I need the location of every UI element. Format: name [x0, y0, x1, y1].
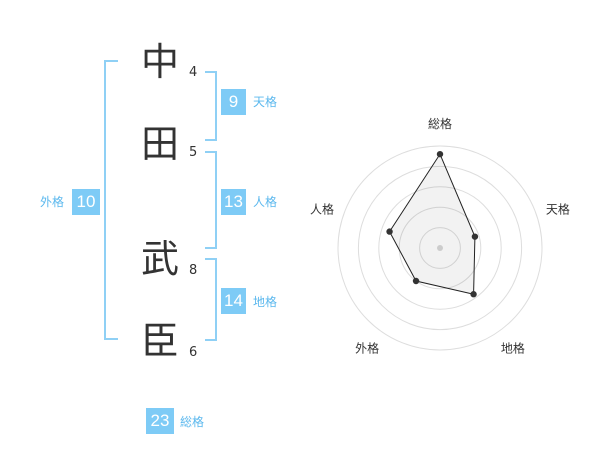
radar-ring — [337, 145, 543, 351]
radar-axis-label-4: 外格 — [355, 340, 379, 355]
stroke-count-4: 6 — [189, 345, 198, 360]
radar-point-4 — [412, 277, 420, 285]
stroke-count-2: 5 — [189, 145, 198, 160]
radar-area — [388, 153, 476, 295]
stroke-count-1: 4 — [189, 65, 198, 80]
tenkaku-label: 天格 — [253, 95, 278, 109]
jinkaku-bracket — [205, 151, 217, 249]
radar-ring — [357, 165, 523, 331]
radar-axis-label-3: 地格 — [501, 340, 525, 355]
name-char-2: 田 — [140, 122, 179, 166]
radar-center-dot — [437, 245, 443, 251]
tenkaku-badge: 9 — [221, 89, 246, 115]
name-char-4: 臣 — [140, 319, 179, 363]
radar-axis-label-1: 総格 — [428, 116, 452, 131]
soukaku-badge: 23 — [146, 408, 174, 434]
radar-axis-label-5: 人格 — [310, 202, 334, 217]
radar-point-2 — [471, 233, 479, 240]
gaikaku-badge: 10 — [72, 189, 100, 215]
stroke-count-3: 8 — [189, 263, 198, 278]
radar-point-3 — [470, 291, 477, 298]
gaikaku-label: 外格 — [40, 195, 65, 209]
gaikaku-bracket — [104, 60, 118, 340]
chikaku-label: 地格 — [253, 295, 278, 309]
radar-axis-label-2: 天格 — [546, 202, 570, 217]
radar-point-1 — [436, 150, 444, 158]
chikaku-badge: 14 — [221, 288, 246, 314]
tenkaku-bracket — [205, 71, 217, 141]
radar-ring — [378, 186, 502, 310]
radar-ring — [419, 227, 461, 269]
jinkaku-label: 人格 — [253, 195, 278, 209]
name-char-1: 中 — [140, 40, 179, 84]
chikaku-bracket — [205, 258, 217, 341]
jinkaku-badge: 13 — [221, 189, 246, 215]
radar-ring — [398, 206, 482, 290]
soukaku-label: 総格 — [180, 415, 205, 429]
radar-point-5 — [386, 228, 393, 235]
name-char-3: 武 — [140, 237, 179, 281]
